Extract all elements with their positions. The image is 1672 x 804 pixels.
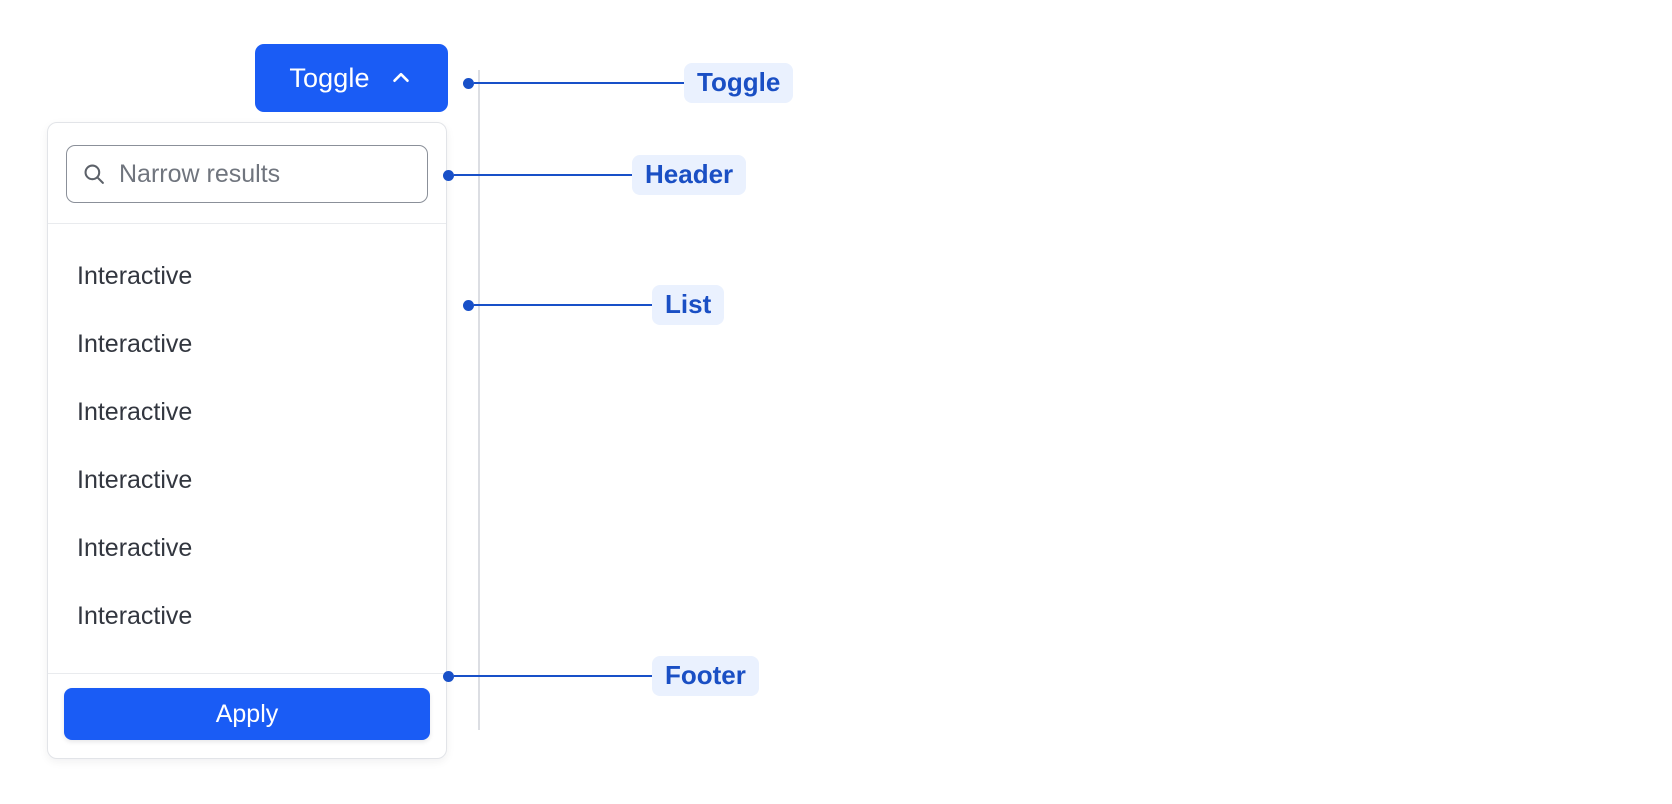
search-field-wrapper[interactable] <box>66 145 428 203</box>
annotation-line <box>454 174 632 176</box>
list-item-label: Interactive <box>77 329 193 358</box>
list-item-label: Interactive <box>77 533 193 562</box>
panel-footer: Apply <box>48 673 446 758</box>
annotation-line <box>454 675 652 677</box>
list-item-label: Interactive <box>77 261 193 290</box>
list-item[interactable]: Interactive <box>48 446 446 514</box>
list-item-label: Interactive <box>77 397 193 426</box>
search-input[interactable] <box>119 159 413 189</box>
list-item-label: Interactive <box>77 465 193 494</box>
annotation-label: Footer <box>652 656 759 696</box>
annotation-label: Toggle <box>684 63 794 103</box>
annotation-footer: Footer <box>443 656 759 696</box>
annotation-list: List <box>463 285 725 325</box>
annotation-dot <box>463 299 474 311</box>
annotation-dot <box>463 77 474 89</box>
annotation-toggle: Toggle <box>463 63 794 103</box>
list-item-label: Interactive <box>77 601 193 630</box>
list-item[interactable]: Interactive <box>48 242 446 310</box>
panel-header <box>48 123 446 224</box>
chevron-up-icon <box>388 65 414 91</box>
annotation-line <box>474 82 684 84</box>
annotation-label: List <box>652 285 725 325</box>
apply-button[interactable]: Apply <box>64 688 430 740</box>
list-item[interactable]: Interactive <box>48 514 446 582</box>
toggle-button-label: Toggle <box>289 62 370 93</box>
annotation-label: Header <box>632 155 747 195</box>
list-item[interactable]: Interactive <box>48 378 446 446</box>
list-item[interactable]: Interactive <box>48 582 446 650</box>
annotation-line <box>474 304 652 306</box>
annotation-header: Header <box>443 155 747 195</box>
alignment-guide-line <box>478 70 480 730</box>
toggle-button[interactable]: Toggle <box>255 44 448 112</box>
search-icon <box>81 161 107 187</box>
dropdown-panel: Interactive Interactive Interactive Inte… <box>47 122 447 759</box>
panel-list: Interactive Interactive Interactive Inte… <box>48 224 446 673</box>
list-item[interactable]: Interactive <box>48 310 446 378</box>
